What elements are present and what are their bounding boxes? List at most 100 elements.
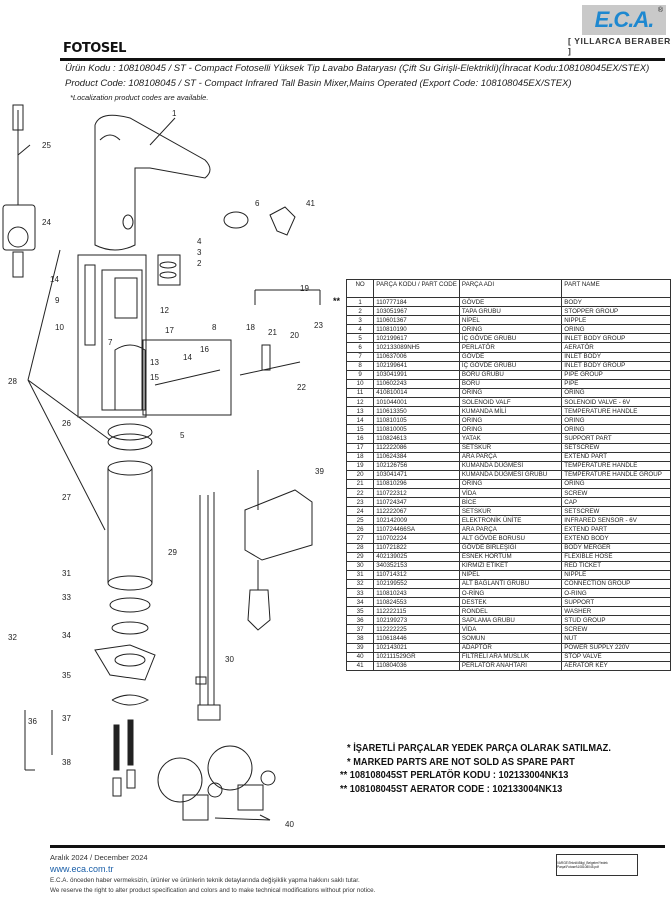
cell-no: 16: [345, 433, 375, 444]
cell-part-name-tr: FİLTRELİ ARA MUSLUK: [458, 651, 563, 662]
callout-12: 12: [160, 306, 169, 315]
registered-mark: ®: [657, 7, 663, 14]
cell-no: 19: [345, 460, 375, 471]
cell-no: 13: [345, 406, 375, 417]
cell-part-name-en: SCREW: [561, 487, 671, 499]
cell-part-name-tr: SAPLAMA GRUBU: [458, 615, 563, 626]
cell-part-name-tr: ARA PARÇA: [458, 451, 563, 462]
callout-10: 10: [55, 323, 64, 332]
callout-40: 40: [285, 820, 294, 829]
callout-27: 27: [62, 493, 71, 502]
stamp-text: \\ARGE\Teknik\Bilgi_Belgeler\Yedek Parça…: [557, 861, 608, 869]
cell-no: 25: [345, 515, 375, 526]
callout-34: 34: [62, 631, 71, 640]
aerator-key: [269, 206, 296, 236]
cell-part-code: 102111529GR: [373, 651, 460, 662]
callout-14b: 14: [183, 353, 192, 362]
parts-table: NO PARÇA KODU / PART CODE PARÇA ADI PART…: [345, 279, 671, 671]
cell-part-code: 110724466SA: [373, 524, 460, 535]
cell-no: 34: [345, 597, 375, 608]
cell-part-code: 110810005: [373, 424, 460, 435]
cell-part-code: 110824553: [373, 597, 460, 608]
cell-part-code: 410810014: [373, 387, 460, 399]
cell-part-name-en: SCREW: [561, 624, 671, 635]
callout-29: 29: [168, 548, 177, 557]
footer-divider: [50, 845, 665, 848]
cell-part-name-en: TEMPERATURE HANDLE GROUP: [561, 469, 671, 480]
document-path-stamp: \\ARGE\Teknik\Bilgi_Belgeler\Yedek Parça…: [556, 854, 638, 876]
cell-part-name-en: AERATÖR: [561, 342, 671, 353]
footer-website-link[interactable]: www.eca.com.tr: [50, 864, 114, 874]
localization-note: *Localization product codes are availabl…: [70, 93, 209, 102]
callout-15: 15: [150, 373, 159, 382]
callout-32: 32: [8, 633, 17, 642]
callout-20: 20: [290, 331, 299, 340]
cell-part-code: 110702224: [373, 533, 460, 544]
cell-part-name-tr: GÖVDE: [458, 351, 563, 362]
cell-part-name-en: RED TICKET: [561, 560, 671, 571]
cell-part-code: 103051967: [373, 306, 460, 317]
cell-part-name-en: BODY: [561, 296, 671, 308]
cell-part-name-en: CONNECTION GROUP: [561, 578, 671, 590]
cell-part-name-tr: PERLATÖR ANAHTARI: [458, 660, 563, 671]
cell-part-code: 102199273: [373, 615, 460, 626]
callout-25: 25: [42, 141, 51, 150]
cell-part-name-tr: SOLENOID VALF: [458, 397, 563, 408]
cell-part-code: 110722312: [373, 487, 460, 499]
cell-part-name-tr: ORING: [458, 478, 563, 489]
cell-part-name-en: BODY MERGER: [561, 542, 671, 553]
cell-part-code: 103041991: [373, 369, 460, 380]
cell-no: 28: [345, 542, 375, 553]
table-header-row: NO PARÇA KODU / PART CODE PARÇA ADI PART…: [345, 279, 671, 298]
callout-31: 31: [62, 569, 71, 578]
cell-part-name-tr: KUMANDA MİLİ: [458, 406, 563, 417]
cell-part-name-tr: ELEKTRONİK ÜNİTE: [458, 515, 563, 526]
cell-no: 26: [345, 524, 375, 535]
brand-name: E.C.A.: [594, 7, 655, 32]
cell-part-name-tr: SOMUN: [458, 633, 563, 644]
cell-part-name-tr: BİCE: [458, 497, 563, 508]
callout-30: 30: [225, 655, 234, 664]
cell-part-name-tr: SETSKUR: [458, 442, 563, 453]
cell-part-name-en: SETSCREW: [561, 506, 671, 517]
cell-part-name-en: CAP: [561, 497, 671, 508]
cell-part-name-tr: ORING: [458, 424, 563, 435]
cell-part-code: 110714312: [373, 569, 460, 580]
cell-no: 20: [345, 469, 375, 480]
cell-part-name-tr: ALT GÖVDE BORUSU: [458, 533, 563, 544]
cell-part-name-tr: ORING: [458, 415, 563, 426]
cell-no: 29: [345, 551, 375, 562]
cell-part-name-en: AERATOR KEY: [561, 660, 671, 671]
cell-no: 11: [345, 387, 375, 399]
callout-24: 24: [42, 218, 51, 227]
cell-part-name-tr: ADAPTÖR: [458, 642, 563, 653]
callout-35: 35: [62, 671, 71, 680]
cell-part-name-en: EXTEND BODY: [561, 533, 671, 544]
callout-41: 41: [306, 199, 315, 208]
cell-no: 23: [345, 497, 375, 508]
cell-part-code: 110721822: [373, 542, 460, 553]
cell-part-code: 102133089NH5: [373, 342, 460, 353]
faucet-body: [94, 114, 211, 251]
